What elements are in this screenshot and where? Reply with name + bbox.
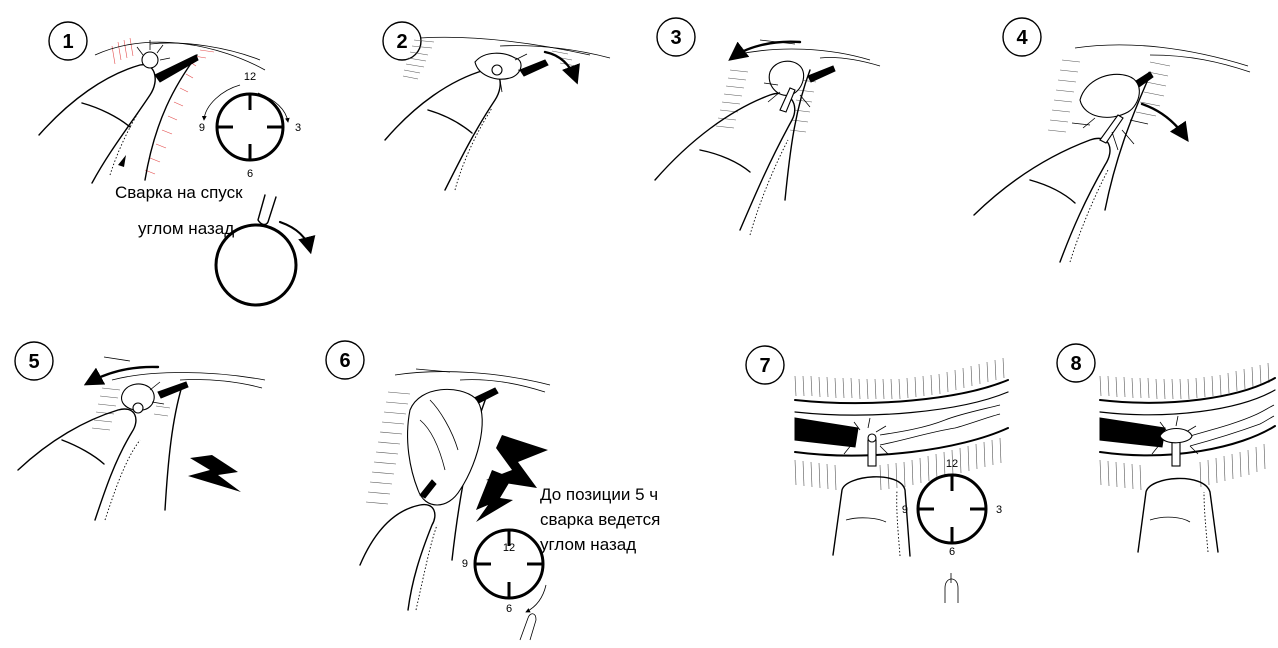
- clock-diagram-6: 12 9 6: [462, 530, 546, 615]
- weld-position-circle: [216, 225, 296, 305]
- step-6-number: 6: [339, 350, 350, 372]
- clock-label-6: 6: [949, 546, 955, 558]
- step-8-panel: 8: [1057, 344, 1275, 552]
- step-3-number: 3: [670, 27, 681, 49]
- caption-step1-line1: Сварка на спуск: [115, 183, 243, 202]
- step-7-panel: 7: [746, 346, 1008, 603]
- step-5-badge: 5: [15, 342, 53, 380]
- step-4-badge: 4: [1003, 18, 1041, 56]
- caption-step6-line3: углом назад: [540, 535, 636, 554]
- electrode-icon: [520, 614, 536, 640]
- direction-arrow: [88, 367, 158, 383]
- step-4-number: 4: [1016, 27, 1028, 49]
- clock-label-12: 12: [946, 458, 958, 470]
- direction-arrow: [526, 585, 546, 612]
- step-5-number: 5: [28, 351, 39, 373]
- clock-label-3: 3: [295, 122, 301, 134]
- clock-diagram-7: 12 3 6 9: [902, 458, 1002, 558]
- clock-label-12: 12: [244, 71, 256, 83]
- clock-label-9: 9: [462, 558, 468, 570]
- step-2-panel: 2: [383, 22, 610, 190]
- step-5-panel: 5: [15, 342, 265, 520]
- step-3-panel: 3: [655, 18, 880, 235]
- caption-step6-line1: До позиции 5 ч: [540, 485, 658, 504]
- clock-label-6: 6: [506, 603, 512, 615]
- step-2-number: 2: [396, 31, 407, 53]
- clock-label-3: 3: [996, 504, 1002, 516]
- step-8-number: 8: [1070, 353, 1081, 375]
- step-1-badge: 1: [49, 22, 87, 60]
- clock-label-12: 12: [503, 542, 515, 554]
- caption-step1-line2: углом назад: [138, 219, 234, 238]
- preheat-hatch: [112, 38, 214, 174]
- electrode-icon: [945, 573, 958, 603]
- step-6-panel: 6 До позиции 5 ч сварка ведется углом на…: [326, 341, 660, 640]
- step-2-badge: 2: [383, 22, 421, 60]
- clock-label-9: 9: [902, 504, 908, 516]
- step-4-panel: 4: [974, 18, 1250, 262]
- step-7-number: 7: [759, 355, 770, 377]
- direction-arrow: [545, 52, 576, 80]
- direction-arrow: [476, 470, 513, 522]
- clock-label-6: 6: [247, 168, 253, 180]
- step-1-number: 1: [62, 31, 73, 53]
- direction-arrow: [204, 85, 240, 120]
- caption-step6-line2: сварка ведется: [540, 510, 660, 529]
- step-1-panel: 1: [39, 22, 310, 305]
- step-6-badge: 6: [326, 341, 364, 379]
- direction-arrow: [1142, 104, 1186, 138]
- clock-label-9: 9: [199, 122, 205, 134]
- step-8-badge: 8: [1057, 344, 1095, 382]
- step-3-badge: 3: [657, 18, 695, 56]
- step-7-badge: 7: [746, 346, 784, 384]
- zigzag-arrow: [188, 455, 241, 492]
- clock-diagram-1: 12 3 6 9: [199, 71, 301, 180]
